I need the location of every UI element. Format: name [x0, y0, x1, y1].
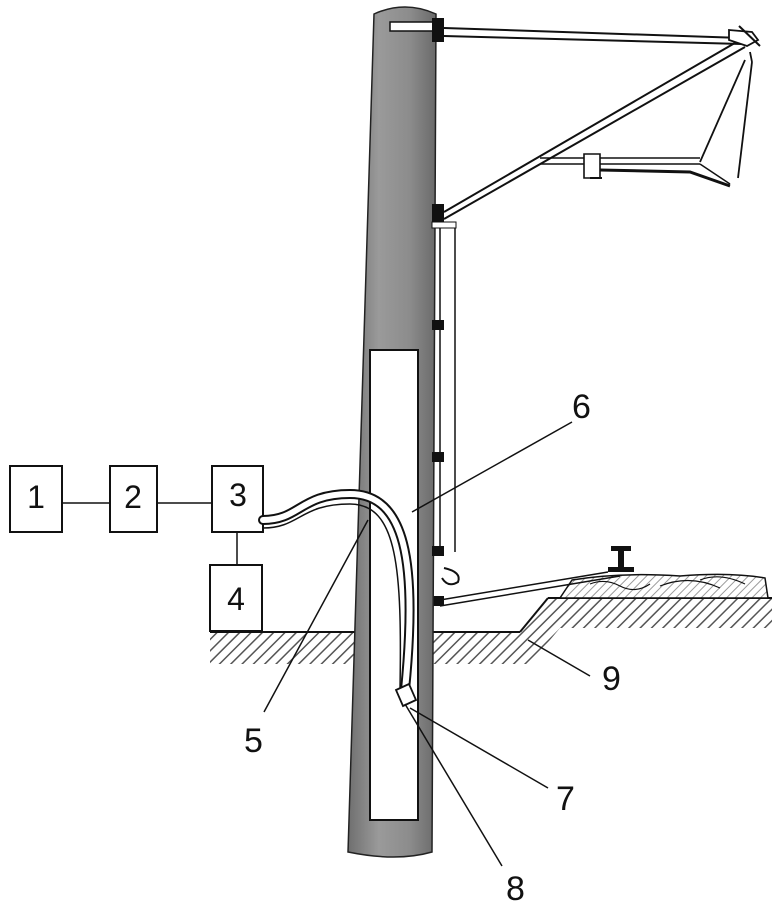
box-1 — [9, 465, 63, 533]
ground — [210, 597, 772, 664]
box-2-label: 2 — [124, 479, 142, 515]
box-4 — [209, 564, 263, 632]
block-diagram: 1 2 3 4 — [9, 465, 264, 632]
rail-icon — [608, 546, 634, 572]
box-4-label: 4 — [227, 581, 245, 617]
probe-cable — [258, 488, 415, 695]
return-cable — [432, 571, 621, 607]
callout-8: 8 — [506, 870, 525, 908]
track-bed — [558, 573, 769, 599]
box-1-label: 1 — [27, 479, 45, 515]
box-3-label: 3 — [229, 477, 247, 513]
sensor-head — [394, 682, 418, 708]
callout-7: 7 — [556, 780, 575, 818]
box-3 — [211, 465, 264, 533]
callout-9: 9 — [602, 660, 621, 698]
cantilever — [432, 18, 761, 222]
callout-6: 6 — [572, 388, 591, 426]
callout-5: 5 — [244, 722, 263, 760]
box-2 — [109, 465, 158, 533]
drop-conductor — [431, 221, 460, 586]
leader-lines — [263, 421, 591, 867]
